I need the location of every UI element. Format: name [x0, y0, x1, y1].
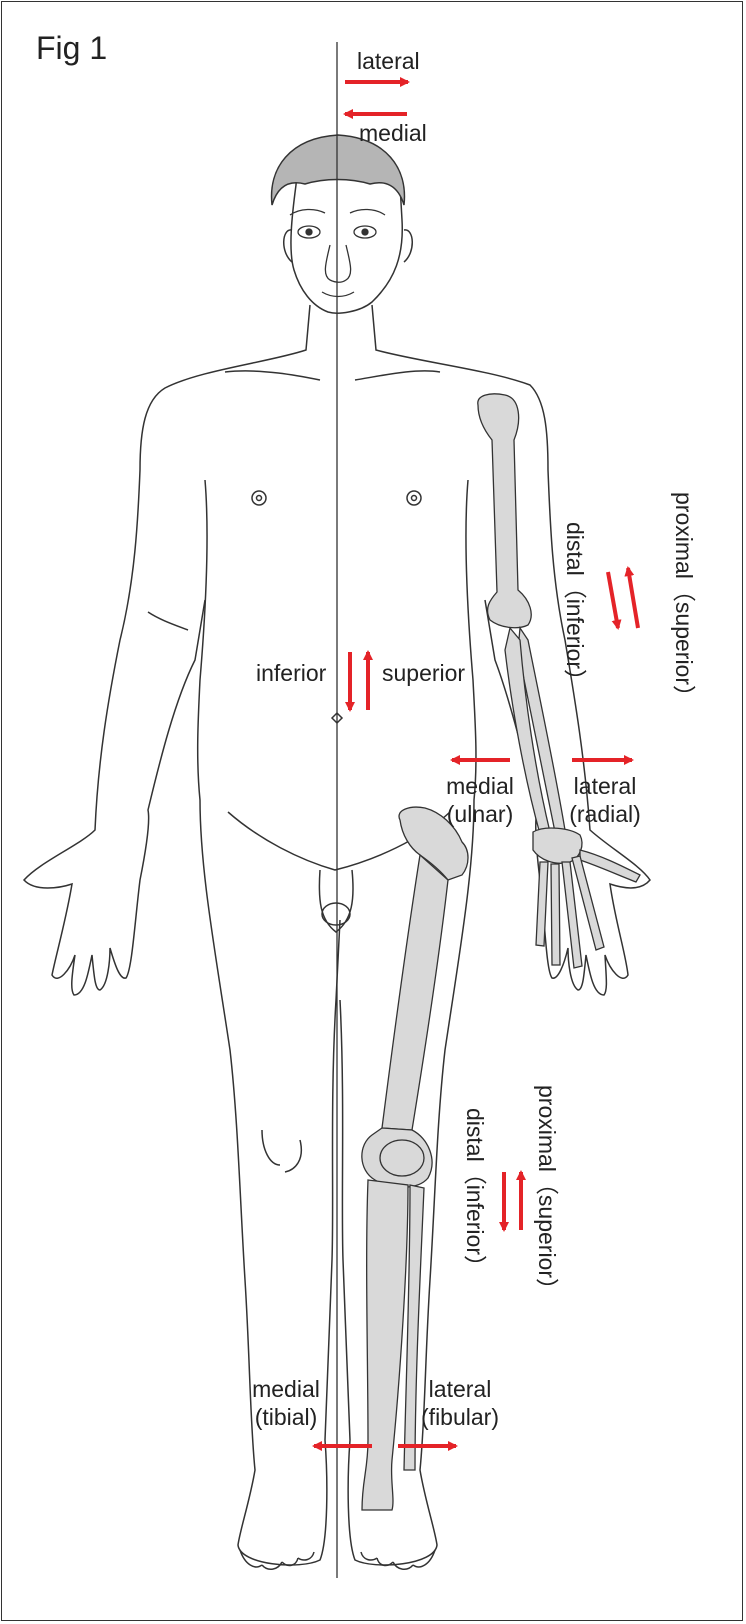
label-forearm-ulnar: (ulnar) — [436, 801, 524, 827]
left-eyebrow — [290, 209, 325, 215]
label-shin-tibial: (tibial) — [240, 1404, 332, 1430]
metacarpal-thumb — [580, 850, 640, 882]
left-nipple-inner — [257, 496, 262, 501]
genital-oval — [322, 903, 350, 925]
label-arm-distal: distal（inferior） — [562, 522, 588, 692]
left-foot-toes — [240, 1550, 314, 1569]
right-pupil — [362, 229, 368, 235]
label-forearm-lateral: lateral — [560, 773, 650, 799]
label-top-medial: medial — [359, 120, 427, 146]
elbow-left — [148, 612, 188, 630]
clavicles — [225, 371, 440, 380]
left-nipple — [252, 491, 266, 505]
femur-shaft — [382, 855, 448, 1130]
finger-2 — [551, 864, 560, 965]
torso-left — [198, 480, 340, 1565]
label-shin-fibular: (fibular) — [410, 1404, 510, 1430]
label-shin-medial: medial — [240, 1376, 332, 1402]
right-nipple-inner — [412, 496, 417, 501]
mouth — [322, 292, 354, 297]
label-superior: superior — [382, 660, 465, 686]
right-ear — [404, 230, 412, 262]
label-leg-proximal: proximal（superior） — [534, 1085, 560, 1301]
left-pupil — [306, 229, 312, 235]
genitals — [319, 870, 353, 932]
right-nipple — [407, 491, 421, 505]
label-inferior: inferior — [256, 660, 326, 686]
right-eyebrow — [350, 209, 385, 215]
label-forearm-medial: medial — [436, 773, 524, 799]
tibia — [362, 1180, 408, 1510]
label-forearm-radial: (radial) — [560, 801, 650, 827]
label-leg-distal: distal（inferior） — [462, 1108, 488, 1278]
patella — [380, 1140, 424, 1176]
label-shin-lateral: lateral — [410, 1376, 510, 1402]
left-knee — [262, 1130, 301, 1172]
humerus — [478, 394, 531, 628]
arrow-arm-proximal — [628, 568, 638, 628]
right-foot-toes — [361, 1550, 435, 1569]
neck-shoulders — [24, 305, 310, 995]
finger-1 — [536, 862, 548, 946]
arrow-arm-distal — [608, 572, 618, 628]
label-arm-proximal: proximal（superior） — [671, 492, 697, 708]
nose — [325, 245, 350, 282]
figure-title: Fig 1 — [36, 30, 107, 66]
label-top-lateral: lateral — [357, 48, 420, 74]
